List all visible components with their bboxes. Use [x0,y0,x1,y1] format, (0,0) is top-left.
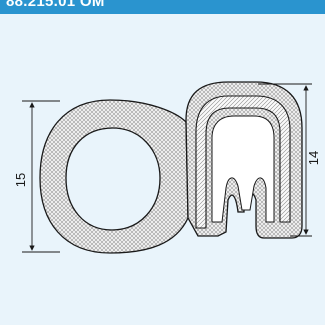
bulb-body [39,99,189,254]
product-code: 88.215.01 OM [6,0,105,10]
dimension-right-label: 14 [306,151,321,165]
title-bar: 88.215.01 OM [0,0,325,14]
dimension-left [22,100,60,253]
channel-opening [211,115,275,223]
metal-insert [195,95,291,229]
dimension-right [258,83,312,237]
dimension-left-label: 15 [13,173,28,187]
